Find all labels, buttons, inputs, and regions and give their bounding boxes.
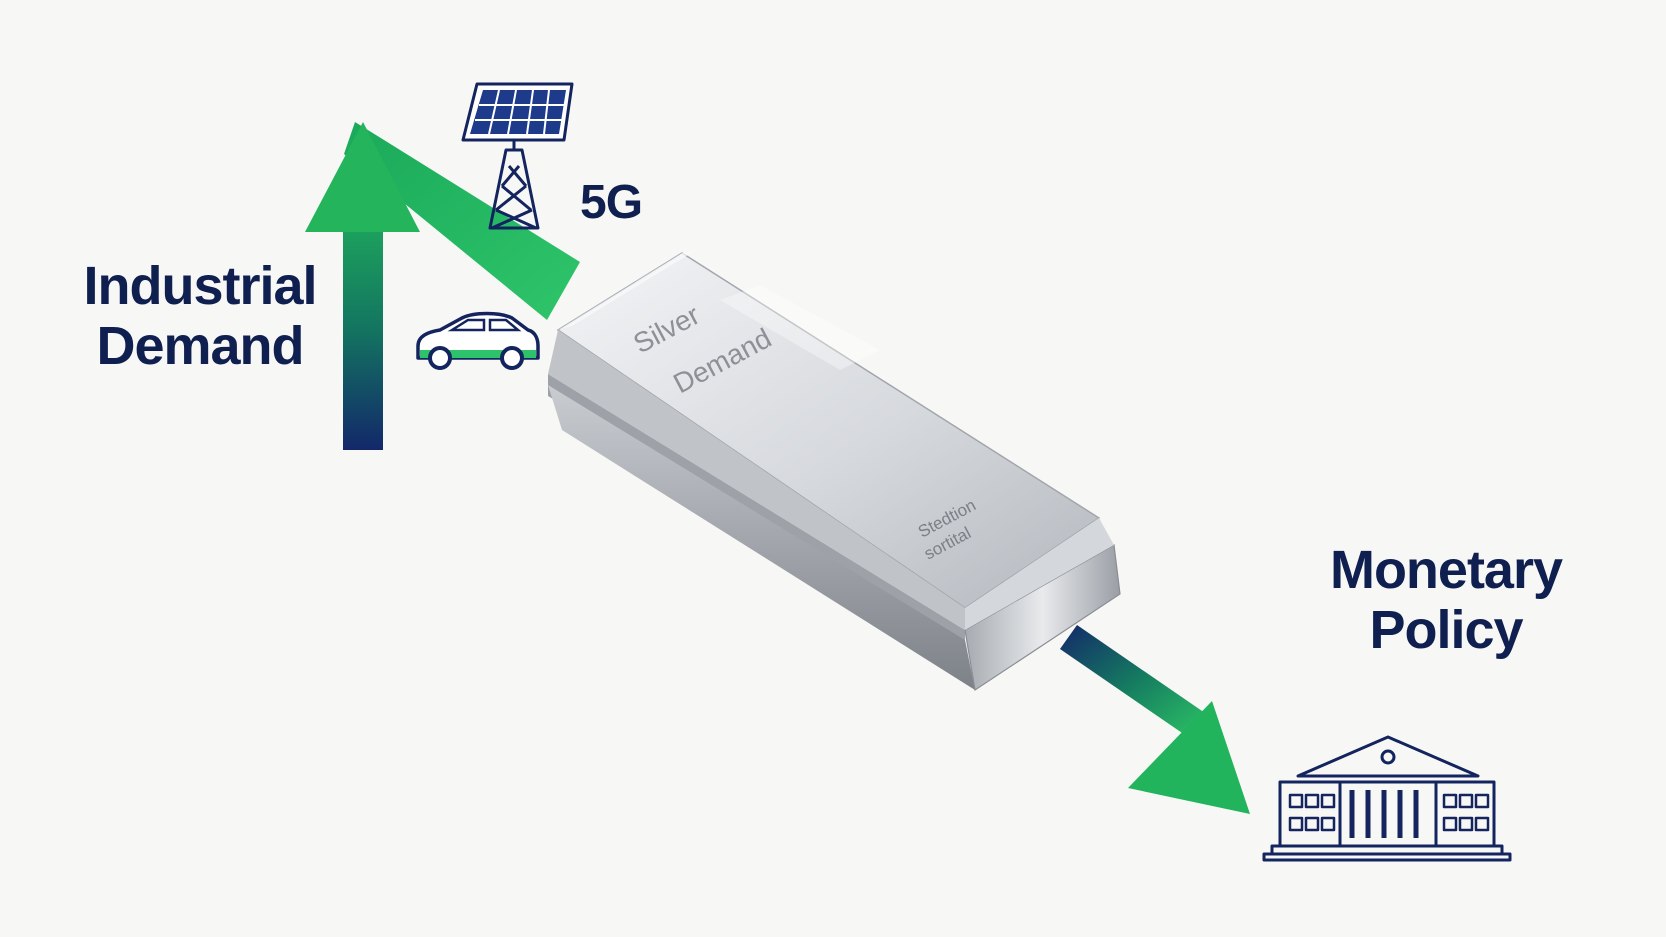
monetary-policy-line-1: Monetary [1329, 540, 1563, 600]
industrial-demand-label: Industrial Demand [72, 256, 328, 377]
monetary-policy-line-2: Policy [1369, 600, 1523, 661]
solar-tower-icon [461, 82, 574, 230]
industrial-demand-line-1: Industrial [83, 256, 317, 316]
up-arrow-icon [305, 122, 580, 450]
car-icon [416, 311, 540, 370]
down-arrow-icon [1060, 625, 1250, 814]
monetary-policy-label: Monetary Policy [1315, 540, 1577, 661]
five-g-label: 5G [580, 176, 643, 229]
silver-bar [548, 250, 1121, 692]
industrial-demand-line-2: Demand [96, 316, 304, 377]
bank-building-icon [1262, 735, 1512, 862]
